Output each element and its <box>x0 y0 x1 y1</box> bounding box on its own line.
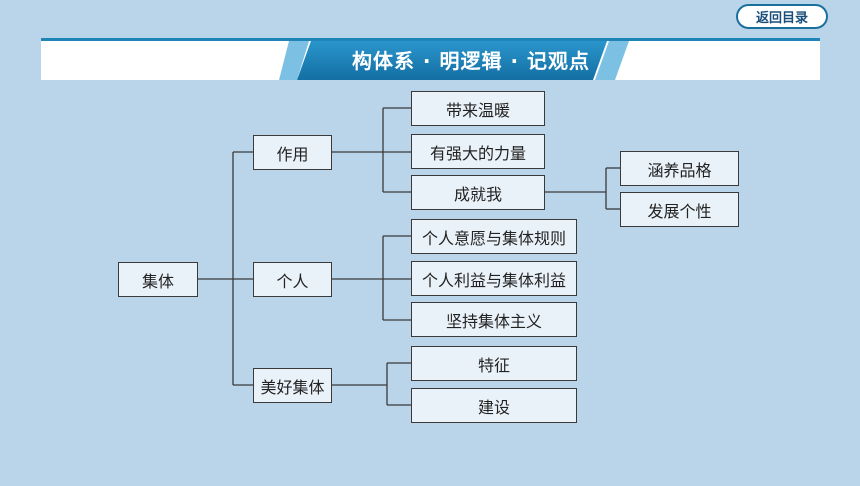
node-construction: 建设 <box>411 388 577 423</box>
banner-ribbon <box>279 41 629 80</box>
node-features: 特征 <box>411 346 577 381</box>
banner-title: 构体系 · 明逻辑 · 记观点 <box>351 48 591 73</box>
node-root-collective: 集体 <box>118 262 198 297</box>
section-banner: 构体系 · 明逻辑 · 记观点 <box>41 38 820 80</box>
banner-top-stripe <box>41 38 820 41</box>
node-individual: 个人 <box>253 262 332 297</box>
node-good-collective: 美好集体 <box>253 368 332 403</box>
back-to-contents-button[interactable]: 返回目录 <box>736 4 828 29</box>
node-interests: 个人利益与集体利益 <box>411 261 577 296</box>
node-role-warmth: 带来温暖 <box>411 91 545 126</box>
node-will-and-rules: 个人意愿与集体规则 <box>411 219 577 254</box>
node-collectivism: 坚持集体主义 <box>411 302 577 337</box>
node-role-strength: 有强大的力量 <box>411 134 545 169</box>
node-develop-personality: 发展个性 <box>620 192 739 227</box>
node-role-achieve-me: 成就我 <box>411 175 545 210</box>
node-cultivate-character: 涵养品格 <box>620 151 739 186</box>
node-role: 作用 <box>253 135 332 170</box>
